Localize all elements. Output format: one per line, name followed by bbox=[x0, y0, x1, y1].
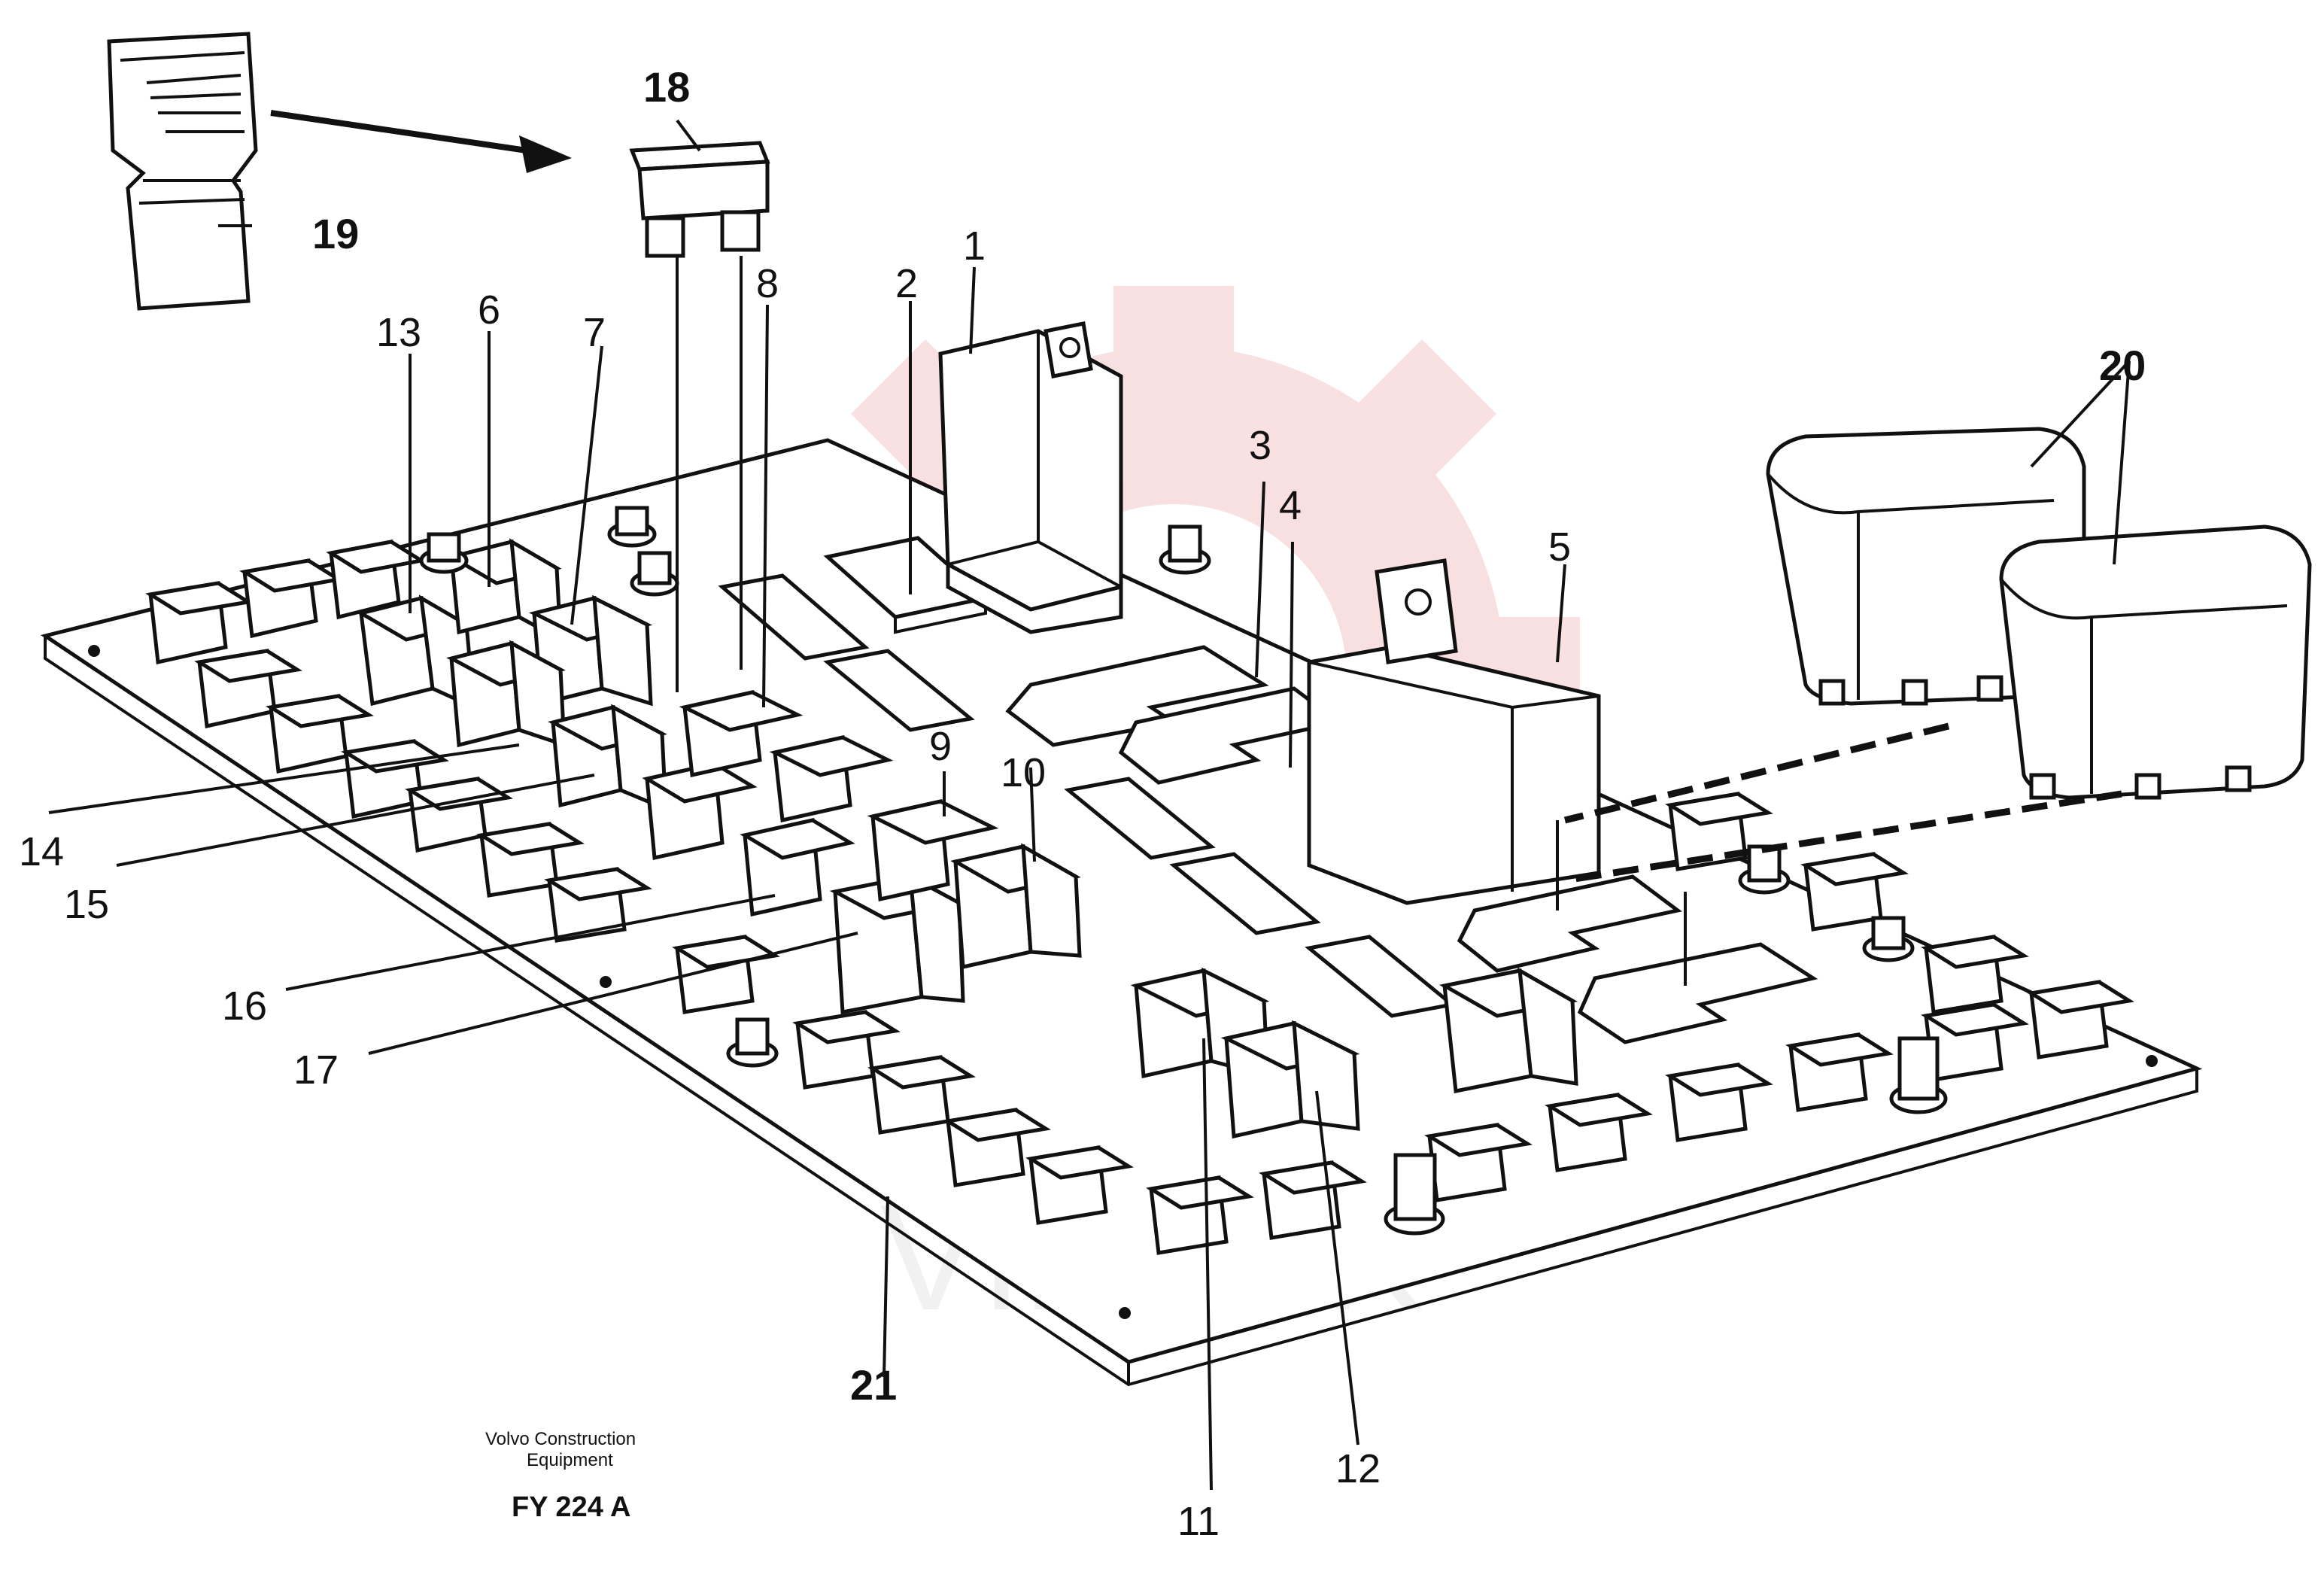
relay-7 bbox=[528, 594, 653, 707]
callout-17: 17 bbox=[293, 1047, 339, 1093]
connection-dash-b bbox=[1564, 790, 2122, 884]
callout-16: 16 bbox=[222, 983, 267, 1029]
caption-line-1: Volvo Construction bbox=[485, 1429, 636, 1449]
callout-19: 19 bbox=[312, 210, 359, 257]
block bbox=[1800, 852, 1909, 932]
callout-21: 21 bbox=[850, 1361, 897, 1409]
callout-4: 4 bbox=[1279, 483, 1302, 528]
callout-18: 18 bbox=[643, 63, 690, 111]
block bbox=[672, 935, 780, 1014]
bolt bbox=[419, 532, 469, 574]
caption-line-2: Equipment bbox=[527, 1450, 613, 1470]
bolt bbox=[1889, 1036, 1948, 1114]
bolt bbox=[726, 1017, 779, 1068]
callout-12: 12 bbox=[1335, 1446, 1381, 1491]
callout-3: 3 bbox=[1249, 423, 1271, 468]
leader-lines bbox=[48, 119, 2131, 1491]
callouts: 1 2 3 4 5 6 7 8 9 10 11 12 13 14 15 16 1… bbox=[19, 63, 2146, 1544]
callout-10: 10 bbox=[1001, 750, 1046, 795]
relay-1 bbox=[938, 321, 1123, 634]
block bbox=[2026, 980, 2134, 1059]
block bbox=[326, 540, 427, 620]
callout-13: 13 bbox=[376, 310, 421, 355]
block bbox=[266, 694, 374, 774]
block bbox=[943, 1108, 1051, 1187]
callout-2: 2 bbox=[895, 261, 918, 306]
strip bbox=[718, 573, 870, 661]
callout-15: 15 bbox=[64, 882, 109, 927]
callout-8: 8 bbox=[756, 261, 779, 306]
block bbox=[476, 822, 585, 898]
block bbox=[1438, 967, 1578, 1093]
blade-fuse-part bbox=[629, 141, 770, 258]
block bbox=[1259, 1160, 1367, 1240]
callout-1: 1 bbox=[963, 223, 986, 269]
relay-12 bbox=[1220, 1020, 1360, 1139]
bridge bbox=[1577, 942, 1818, 1044]
block bbox=[642, 761, 758, 861]
strip bbox=[1064, 777, 1216, 860]
block bbox=[1785, 1032, 1894, 1112]
callout-11: 11 bbox=[1177, 1499, 1220, 1544]
fuse-clip-part bbox=[107, 32, 258, 311]
external-relay-b bbox=[1999, 524, 2312, 800]
callout-20: 20 bbox=[2099, 342, 2146, 389]
relay-9 bbox=[867, 798, 999, 902]
block bbox=[1665, 1062, 1773, 1142]
bolt bbox=[1384, 1153, 1445, 1236]
connection-dash-a bbox=[1563, 722, 1950, 824]
relay-5 bbox=[1307, 558, 1601, 905]
block bbox=[194, 649, 302, 729]
relay-14 bbox=[446, 640, 567, 748]
block bbox=[867, 1055, 976, 1135]
relay-6 bbox=[446, 538, 563, 643]
block bbox=[544, 867, 652, 943]
callout-9: 9 bbox=[929, 724, 952, 769]
clip-to-fuse-arrow-line bbox=[270, 110, 527, 154]
external-relay-a bbox=[1766, 427, 2086, 706]
callout-7: 7 bbox=[583, 310, 606, 355]
block bbox=[1545, 1093, 1653, 1172]
bridge bbox=[1457, 874, 1682, 973]
callout-6: 6 bbox=[478, 287, 500, 333]
relay-8 bbox=[679, 689, 804, 778]
block bbox=[769, 734, 894, 823]
block bbox=[405, 777, 513, 853]
caption-code: FY 224 A bbox=[512, 1491, 630, 1523]
block bbox=[145, 581, 254, 665]
clip-to-fuse-arrowhead bbox=[519, 135, 572, 173]
figure-caption: Volvo Construction Equipment FY 224 A bbox=[485, 1429, 636, 1523]
strip bbox=[1169, 852, 1321, 935]
bolt bbox=[630, 551, 679, 597]
bolt bbox=[1862, 916, 1915, 962]
relay-10 bbox=[950, 843, 1082, 970]
block bbox=[1025, 1145, 1134, 1225]
block bbox=[341, 739, 449, 819]
bolt bbox=[1159, 524, 1211, 575]
strip bbox=[823, 649, 975, 732]
callout-5: 5 bbox=[1548, 524, 1571, 570]
block bbox=[1665, 792, 1773, 871]
bridge-4 bbox=[1118, 686, 1344, 785]
block bbox=[1424, 1123, 1533, 1202]
board-components bbox=[145, 321, 2134, 1255]
bolt bbox=[607, 506, 657, 548]
callout-14: 14 bbox=[19, 829, 64, 874]
block bbox=[740, 817, 855, 917]
block bbox=[1921, 935, 2029, 1014]
